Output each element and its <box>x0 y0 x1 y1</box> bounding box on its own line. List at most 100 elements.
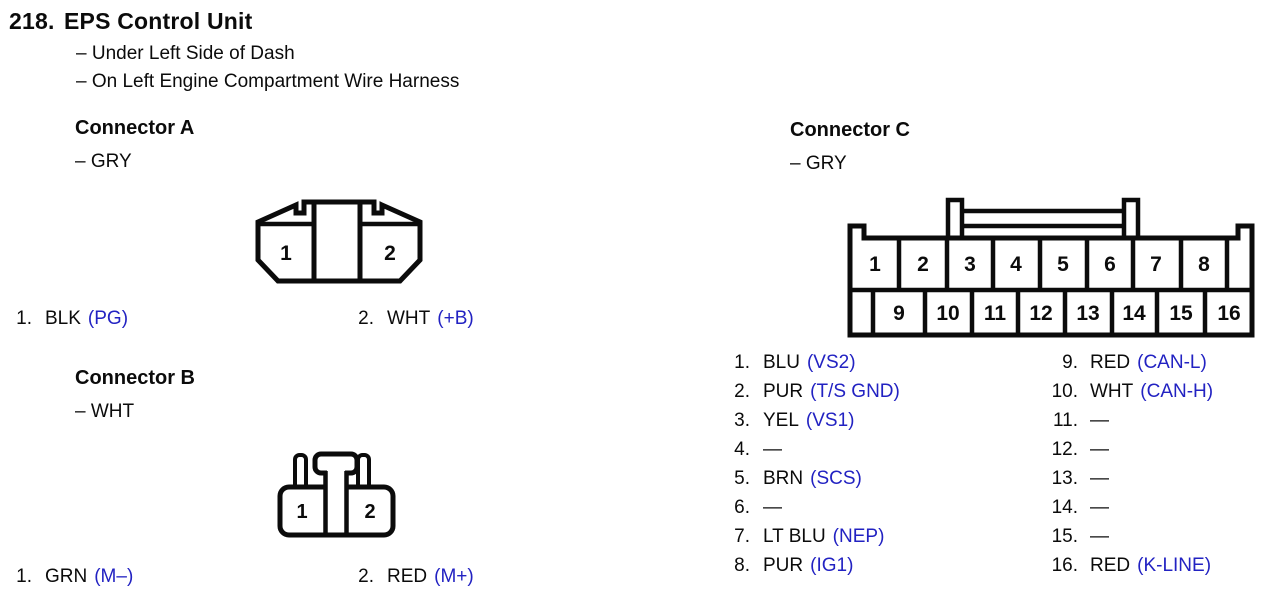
location-note-2: – On Left Engine Compartment Wire Harnes… <box>76 71 460 92</box>
pin-number: 14. <box>1051 497 1078 518</box>
pin-number: 1. <box>734 352 750 373</box>
connector-b-left-prong <box>293 453 308 491</box>
signal-name: (VS2) <box>806 352 856 373</box>
cavity-number: 1 <box>296 501 307 523</box>
connector-c-title: Connector C <box>790 119 910 141</box>
connector-c-color-note: – GRY <box>790 153 847 174</box>
connector-c-pin-13: 13. — <box>1036 468 1116 490</box>
cavity-number: 9 <box>893 302 905 325</box>
wire-color: YEL <box>763 410 799 431</box>
connector-c-pin-10: 10.WHT(CAN-H) <box>1036 381 1214 403</box>
cavity-number: 8 <box>1198 253 1210 276</box>
cavity-number: 2 <box>364 501 375 523</box>
signal-name: (M+) <box>434 566 474 587</box>
connector-c-pin-1: 1. BLU (VS2) <box>710 352 856 374</box>
connector-a-pin-1: 1.BLK(PG) <box>16 308 128 330</box>
connector-c-pin-15: 15.— <box>1036 526 1116 548</box>
pin-number: 5. <box>734 468 750 489</box>
signal-name: (IG1) <box>810 555 854 576</box>
signal-name: (+B) <box>437 308 474 329</box>
connector-b-diagram: 1 2 <box>277 451 396 538</box>
connector-a-center-lock <box>311 199 363 284</box>
page-title: 218. EPS Control Unit <box>9 8 252 35</box>
cavity-number: 3 <box>964 253 976 276</box>
location-note-1: – Under Left Side of Dash <box>76 43 295 64</box>
signal-name: (K-LINE) <box>1137 555 1212 576</box>
cavity-number: 5 <box>1057 253 1069 276</box>
wire-color: WHT <box>1090 381 1134 402</box>
wire-color: — <box>1090 468 1109 489</box>
connector-c-body <box>847 223 1255 338</box>
pin-number: 2. <box>358 308 374 329</box>
signal-name: (PG) <box>87 308 129 329</box>
pin-number: 2. <box>734 381 750 402</box>
wire-color: — <box>1090 497 1109 518</box>
cavity-number: 10 <box>936 302 959 325</box>
connector-c-pin-14: 14. — <box>1036 497 1116 519</box>
pin-number: 12. <box>1051 439 1078 460</box>
cavity-number: 13 <box>1076 302 1099 325</box>
connector-b-pin-2: 2.RED(M+) <box>358 566 474 588</box>
cavity-number: 16 <box>1217 302 1240 325</box>
pin-number: 3. <box>734 410 750 431</box>
wire-color: — <box>1090 439 1109 460</box>
connector-b-center-lines <box>323 471 349 533</box>
wire-color: — <box>763 439 782 460</box>
pin-number: 16. <box>1051 555 1078 576</box>
pin-number: 4. <box>734 439 750 460</box>
pin-number: 11. <box>1052 410 1078 431</box>
signal-name: (NEP) <box>832 526 885 547</box>
pin-number: 7. <box>734 526 750 547</box>
cavity-number: 1 <box>280 242 292 265</box>
pin-number: 10. <box>1051 381 1078 402</box>
connector-c-pin-2: 2. PUR (T/S GND) <box>710 381 900 403</box>
connector-c-pin-3: 3. YEL (VS1) <box>710 410 855 432</box>
connector-c-pin-7: 7. LT BLU (NEP) <box>710 526 884 548</box>
pin-number: 6. <box>734 497 750 518</box>
connector-c-pin-11: 11. — <box>1036 410 1116 432</box>
connector-a-pin-2: 2. WHT (+B) <box>358 308 474 330</box>
connector-c-lock-bar <box>957 208 1129 229</box>
wire-color: PUR <box>763 381 804 402</box>
pin-number: 13. <box>1051 468 1078 489</box>
wire-color: RED <box>1090 555 1131 576</box>
connector-c-pin-9: 9.RED(CAN-L) <box>1036 352 1207 374</box>
cavity-number: 4 <box>1010 253 1022 276</box>
wire-color: BLU <box>763 352 800 373</box>
connector-b-center-channel <box>327 469 345 531</box>
signal-name: (CAN-L) <box>1137 352 1207 373</box>
wire-color: — <box>1090 526 1109 547</box>
pin-number: 8. <box>734 555 750 576</box>
connector-c-pin-8: 8. PUR (IG1) <box>710 555 853 577</box>
wire-color: — <box>1090 410 1109 431</box>
title-text: EPS Control Unit <box>64 8 253 34</box>
connector-c-pin-16: 16. RED (K-LINE) <box>1036 555 1211 577</box>
cavity-number: 15 <box>1169 302 1193 325</box>
wire-color: PUR <box>763 555 804 576</box>
connector-b-color-note: – WHT <box>75 401 135 422</box>
wire-color: LT BLU <box>763 526 826 547</box>
signal-name: (VS1) <box>805 410 855 431</box>
cavity-number: 12 <box>1029 302 1052 325</box>
wire-color: BRN <box>763 468 804 489</box>
cavity-number: 7 <box>1150 253 1162 276</box>
wire-color: — <box>763 497 782 518</box>
connector-c-lock-post-left <box>945 197 965 241</box>
cavity-number: 2 <box>384 242 396 265</box>
item-number: 218. <box>9 8 55 34</box>
connector-c-lock-post-right <box>1121 197 1141 241</box>
connector-b-title: Connector B <box>75 367 195 389</box>
cavity-number: 2 <box>917 253 929 276</box>
wire-color: WHT <box>387 308 431 329</box>
connector-c-bottom-cell-lines <box>870 290 1208 335</box>
pin-number: 9. <box>1062 352 1078 373</box>
pin-number: 1. <box>16 566 32 587</box>
pin-number: 1. <box>16 308 32 329</box>
connector-a-color-note: – GRY <box>75 151 132 172</box>
signal-name: (T/S GND) <box>810 381 900 402</box>
connector-c-pin-5: 5.BRN(SCS) <box>710 468 862 490</box>
wire-color: RED <box>387 566 428 587</box>
cavity-number: 14 <box>1122 302 1146 325</box>
connector-c-pin-12: 12. — <box>1036 439 1116 461</box>
